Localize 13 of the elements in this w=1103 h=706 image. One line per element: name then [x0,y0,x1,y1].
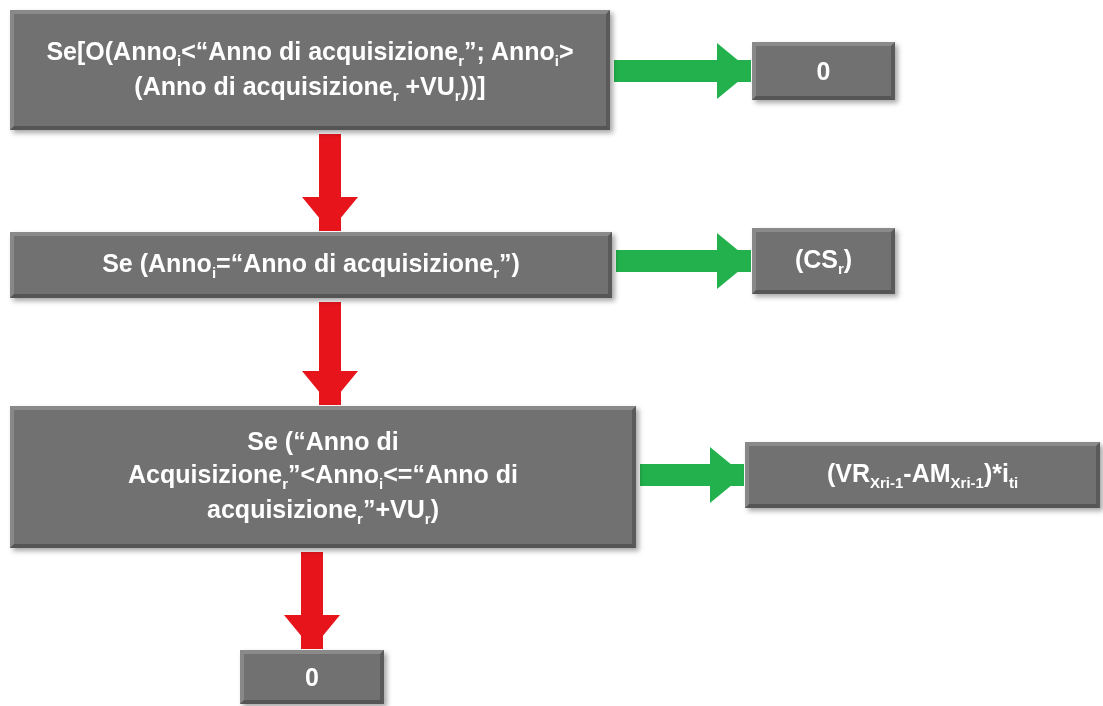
formula-box: Se (Anno$_{i}$=“Anno di acquisizione$_{r}$”) [10,232,612,298]
block-arrow [302,302,358,405]
block-arrow [616,233,751,289]
block-arrow [614,43,751,99]
block-arrow [302,134,358,231]
formula-box: Se (“Anno di Acquisizione$_{r}$”<Anno$_{i}$<=“Anno di acquisizione$_{r}$”+VU$_{r}$) [10,406,636,548]
formula-box: (CS$_{r}$) [752,228,895,294]
formula-box: Se[O(Anno$_{i}$<“Anno di acquisizione$_{r}$”; Anno$_{i}$>(Anno di acquisizione$_{r}$ +VU$_{r}$))] [10,10,610,130]
block-arrow [284,552,340,649]
formula-box: 0 [752,42,895,100]
formula-box: 0 [240,650,384,704]
formula-box: (VR$_{Xri-1}$-AM$_{Xri-1}$)*i$_{ti}$ [745,442,1100,508]
block-arrow [640,447,744,503]
